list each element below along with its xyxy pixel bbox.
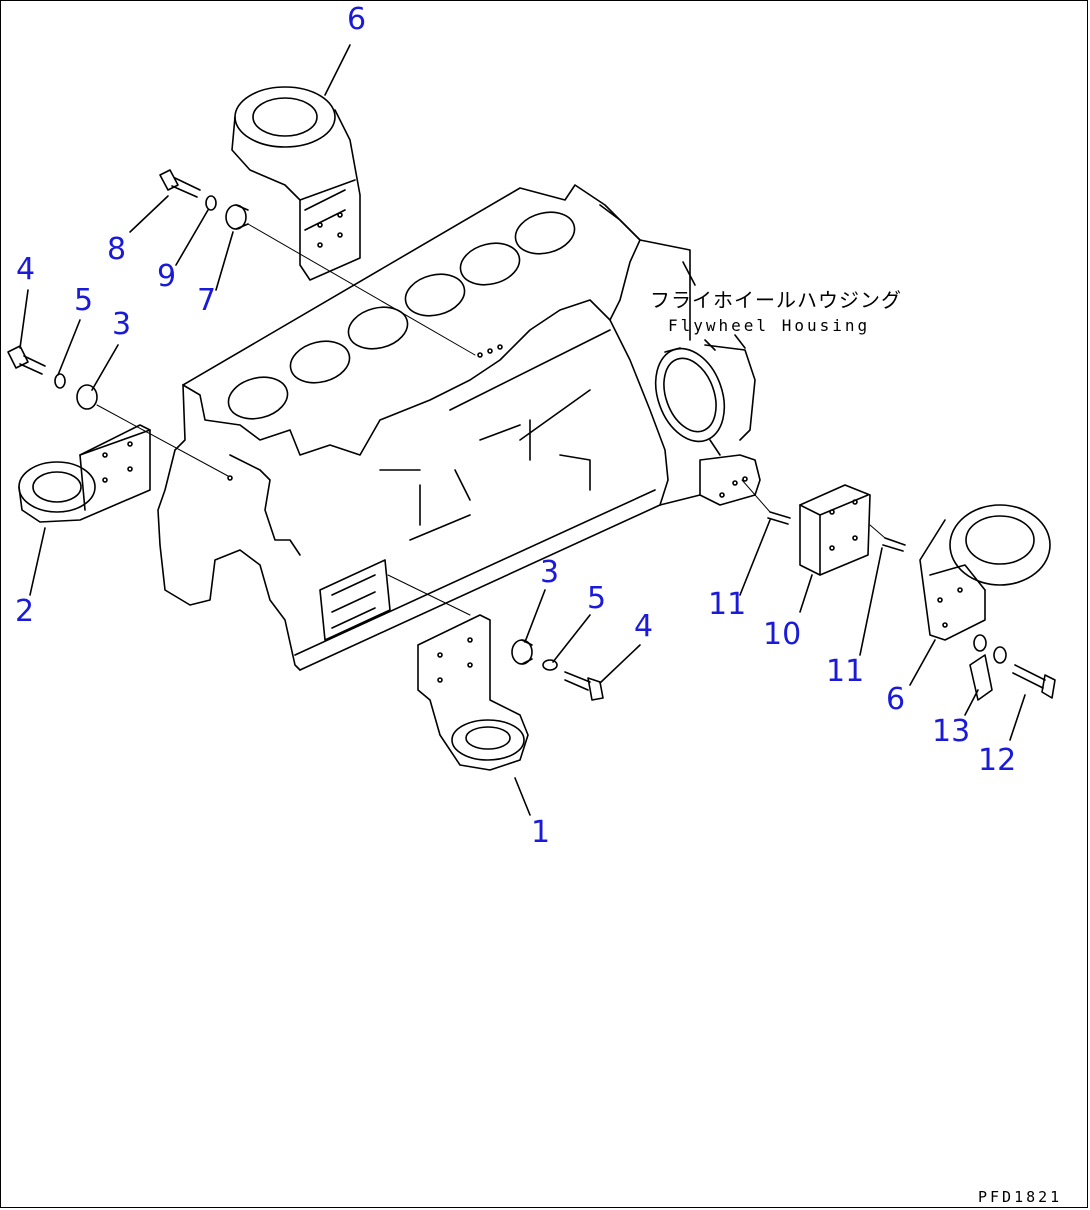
engine-block — [157, 184, 761, 671]
part-6-right-bracket — [919, 504, 1051, 641]
callout-12: 12 — [978, 743, 1017, 778]
callout-11-a: 11 — [708, 587, 747, 622]
alignment-lines — [96, 223, 886, 616]
drawing-reference-code: PFD1821 — [978, 1188, 1063, 1206]
callout-3-left: 3 — [112, 307, 132, 342]
callout-3-mid: 3 — [540, 555, 560, 590]
part-10-spacer — [799, 484, 871, 576]
callout-2: 2 — [15, 594, 35, 629]
callout-6-top: 6 — [347, 2, 367, 37]
callout-4-mid: 4 — [634, 609, 654, 644]
callout-5-left: 5 — [74, 283, 94, 318]
fasteners — [7, 169, 1056, 701]
callout-4-left: 4 — [16, 252, 36, 287]
callout-6-right: 6 — [886, 682, 906, 717]
part-6-top-bracket — [231, 86, 361, 281]
callout-7: 7 — [197, 283, 217, 318]
callout-5-mid: 5 — [587, 581, 607, 616]
flywheel-housing-label-english: Flywheel Housing — [668, 316, 871, 335]
callout-8: 8 — [107, 232, 127, 267]
flywheel-housing-label-japanese: フライホイールハウジング — [650, 288, 902, 312]
callout-1: 1 — [531, 815, 551, 850]
part-1-front-bracket — [417, 614, 529, 771]
callout-13: 13 — [932, 714, 971, 749]
callout-10: 10 — [763, 617, 802, 652]
callout-11-b: 11 — [826, 654, 865, 689]
callout-9: 9 — [157, 259, 177, 294]
part-2-left-bracket — [18, 424, 151, 523]
leader-lines — [19, 44, 1026, 816]
